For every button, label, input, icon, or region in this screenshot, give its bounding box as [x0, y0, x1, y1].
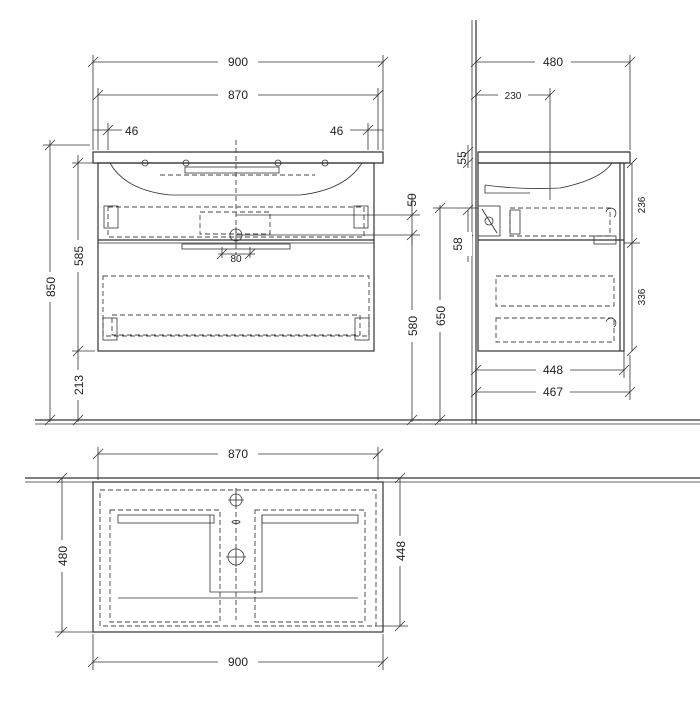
dim-side-basin-rim: 55: [455, 145, 474, 169]
dim-front-pipe-height: 650: [432, 202, 478, 426]
side-view: [477, 151, 631, 352]
dim-front-basin-width: 870: [92, 87, 384, 150]
dim-side-tap-distance-label: 230: [505, 91, 522, 102]
dim-front-drain-spacing-label: 80: [230, 254, 242, 265]
wall-line-top: [25, 477, 700, 483]
dim-side-tap-distance: 230: [470, 88, 556, 200]
dim-front-top-offset: 50: [236, 193, 420, 245]
dim-front-cabinet-height-label: 585: [72, 246, 86, 266]
front-view: [92, 140, 384, 352]
dim-side-drawer-front: 58: [451, 204, 474, 262]
dim-top-overall-width: 900: [87, 634, 389, 670]
dim-side-upper-drawer: 236: [624, 157, 649, 249]
dim-top-basin-width: 870: [92, 446, 384, 480]
dim-front-overall-width-label: 900: [228, 55, 248, 69]
dim-top-overall-depth: 480: [54, 472, 93, 638]
dim-front-edge-left-label: 46: [125, 124, 139, 138]
dim-side-inner-depth-label: 448: [543, 363, 563, 377]
dim-front-pipe-height-label: 650: [434, 306, 448, 326]
dim-front-floor-gap-label: 213: [72, 375, 86, 395]
dim-front-edge-left: 46: [93, 123, 139, 150]
wall-line-side: [471, 20, 477, 424]
dim-front-drain-spacing: 80: [216, 247, 256, 265]
dim-top-inner-depth: 448: [376, 472, 408, 632]
dim-front-cabinet-height: 585: [70, 155, 95, 357]
dim-front-basin-width-label: 870: [228, 88, 248, 102]
dim-front-edge-right: 46: [330, 123, 383, 150]
dim-side-drawer-front-label: 58: [451, 237, 465, 251]
dim-side-overall-depth: 480: [470, 54, 636, 150]
dim-top-overall-width-label: 900: [228, 655, 248, 669]
dim-front-total-height: 850: [42, 139, 90, 426]
dim-side-outer-depth: 467: [470, 355, 636, 400]
dim-front-drain-height: 580: [404, 235, 420, 426]
dim-front-drain-height-label: 580: [406, 316, 420, 336]
floor-line-front: [35, 419, 700, 425]
dim-front-top-offset-label: 50: [405, 193, 419, 207]
dim-top-inner-depth-label: 448: [394, 541, 408, 561]
dim-front-overall-width: 900: [87, 54, 389, 150]
dim-front-edge-right-label: 46: [330, 124, 344, 138]
dim-front-floor-gap: 213: [70, 351, 86, 426]
dim-side-overall-depth-label: 480: [543, 55, 563, 69]
top-view: [92, 481, 384, 633]
dim-side-outer-depth-label: 467: [543, 385, 563, 399]
dim-front-total-height-label: 850: [44, 277, 58, 297]
dim-top-overall-depth-label: 480: [56, 546, 70, 566]
dim-top-basin-width-label: 870: [228, 447, 248, 461]
dim-side-lower-drawer-label: 336: [637, 288, 648, 305]
dim-side-inner-depth: 448: [470, 351, 630, 378]
dim-side-basin-rim-label: 55: [455, 151, 469, 165]
dim-side-upper-drawer-label: 236: [637, 196, 648, 213]
dim-side-lower-drawer: 336: [626, 243, 649, 357]
